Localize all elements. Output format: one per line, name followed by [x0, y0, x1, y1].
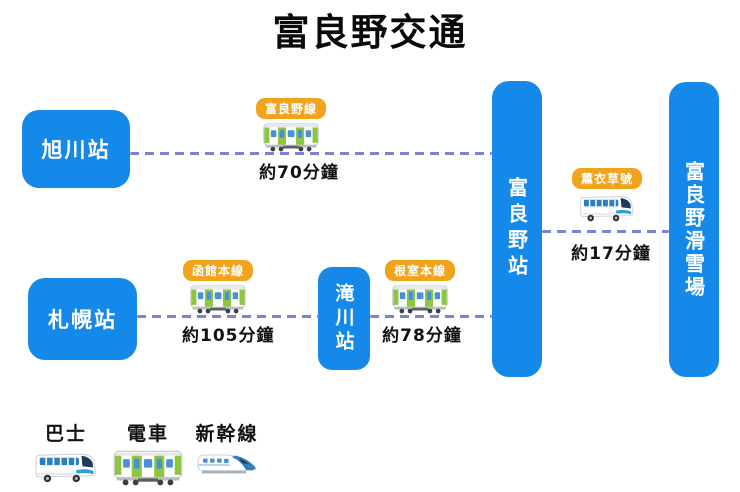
train-icon — [189, 284, 247, 314]
bus-icon — [578, 192, 636, 223]
line-badge-furano-line: 富良野線 — [255, 98, 326, 119]
legend-label-shinkansen: 新幹線 — [195, 423, 259, 445]
route-hakodate-line: 函館本線 — [177, 260, 259, 314]
diagram-title: 富良野交通 — [272, 11, 468, 54]
duration-label-hakodate-line: 約105分鐘 — [182, 326, 275, 346]
legend-item-bus: 巴士 — [30, 419, 102, 484]
duration-label-furano-line: 約70分鐘 — [259, 163, 339, 183]
route-line-asahikawa-furano — [130, 152, 492, 155]
train-icon — [262, 122, 320, 152]
legend-label-bus: 巴士 — [44, 423, 87, 445]
legend-item-shinkansen: 新幹線 — [191, 419, 263, 479]
station-box-ski-resort: 富良野滑雪場 — [669, 82, 719, 377]
duration-label-lavender-bus: 約17分鐘 — [571, 244, 651, 264]
route-furano-line: 富良野線 — [250, 98, 332, 152]
shinkansen-icon — [195, 449, 259, 479]
station-box-furano: 富良野站 — [492, 81, 542, 377]
legend-item-train: 電車 — [108, 419, 188, 486]
line-badge-hakodate-line: 函館本線 — [182, 260, 253, 281]
station-box-takikawa: 滝川站 — [318, 267, 370, 370]
route-nemuro-line: 根室本線 — [379, 260, 461, 314]
train-icon — [391, 284, 449, 314]
duration-label-nemuro-line: 約78分鐘 — [382, 326, 462, 346]
station-box-sapporo: 札幌站 — [28, 278, 137, 360]
route-line-sapporo-takikawa — [137, 315, 319, 318]
train-icon — [112, 449, 184, 486]
route-line-takikawa-furano — [370, 315, 492, 318]
legend-label-train: 電車 — [126, 423, 169, 445]
line-badge-lavender-bus: 薰衣草號 — [571, 168, 642, 189]
station-box-asahikawa: 旭川站 — [22, 110, 130, 188]
line-badge-nemuro-line: 根室本線 — [384, 260, 455, 281]
bus-icon — [33, 449, 99, 484]
route-lavender-bus: 薰衣草號 — [566, 168, 648, 223]
route-line-furano-ski-resort — [542, 230, 669, 233]
